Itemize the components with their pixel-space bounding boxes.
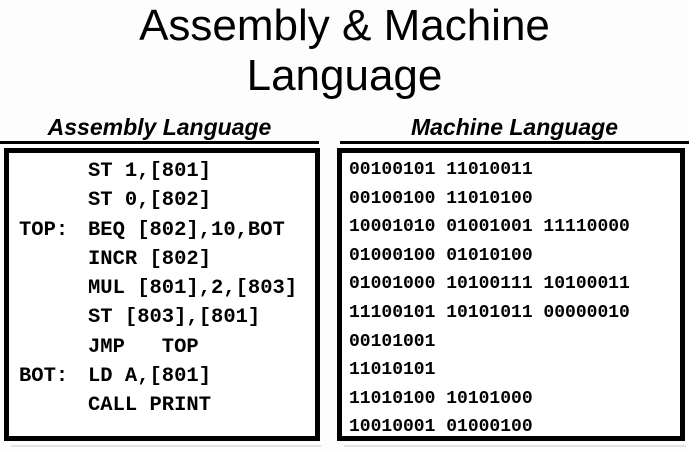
assembly-instruction: ST 0,[802] bbox=[88, 189, 212, 213]
assembly-code-box: ST 1,[801] ST 0,[802] TOP: BEQ [802],10,BOT… bbox=[4, 148, 321, 447]
assembly-code-line: JMP TOP bbox=[19, 333, 315, 362]
assembly-code-line: MUL [801],2,[803] bbox=[19, 274, 315, 303]
assembly-instruction: JMP TOP bbox=[88, 335, 199, 359]
machine-code-line: 01001000 10100111 10100011 bbox=[349, 274, 630, 295]
assembly-line-label bbox=[19, 303, 88, 332]
assembly-instruction: MUL [801],2,[803] bbox=[88, 277, 298, 301]
assembly-line-label: TOP: bbox=[19, 218, 69, 242]
page-title: Assembly & Machine Language bbox=[0, 1, 689, 101]
assembly-line-label bbox=[19, 157, 88, 186]
assembly-instruction: INCR [802] bbox=[88, 247, 212, 271]
assembly-code-line: BOT: LD A,[801] bbox=[19, 362, 315, 391]
machine-code-line: 10010001 01000100 bbox=[349, 417, 533, 438]
assembly-code-line: CALL PRINT bbox=[19, 391, 315, 420]
page-title-line1: Assembly & Machine bbox=[139, 1, 550, 50]
assembly-code-line: TOP: BEQ [802],10,BOT bbox=[19, 216, 315, 245]
machine-code-line: 00100101 11010011 bbox=[349, 160, 533, 180]
assembly-language-header: Assembly Language bbox=[0, 111, 319, 144]
machine-code-line: 11010101 bbox=[349, 360, 436, 381]
machine-code-line: 11100101 10101011 00000010 bbox=[349, 302, 630, 323]
machine-code-line: 11010100 10101000 bbox=[349, 388, 533, 409]
assembly-line-label bbox=[19, 274, 88, 303]
machine-code-line: 00100100 11010100 bbox=[349, 188, 533, 209]
assembly-instruction: BEQ [802],10,BOT bbox=[88, 218, 285, 242]
assembly-instruction: ST 1,[801] bbox=[88, 160, 212, 183]
assembly-code-line: ST 1,[801] bbox=[19, 157, 315, 186]
assembly-line-label bbox=[19, 245, 88, 274]
machine-language-header: Machine Language bbox=[340, 111, 689, 144]
machine-code-line: 01000100 01010100 bbox=[349, 245, 533, 266]
page-title-line2: Language bbox=[246, 51, 443, 100]
assembly-code-line: ST [803],[801] bbox=[19, 303, 315, 332]
assembly-line-label bbox=[19, 186, 88, 215]
machine-code-line: 10001010 01001001 11110000 bbox=[349, 217, 630, 238]
assembly-code-line: ST 0,[802] bbox=[19, 186, 315, 215]
machine-code-line: 00101001 bbox=[349, 331, 436, 352]
assembly-line-label bbox=[19, 391, 88, 420]
machine-code-box: 00100101 11010011 00100100 11010100 100010… bbox=[337, 148, 686, 447]
assembly-line-label bbox=[19, 333, 88, 362]
assembly-instruction: LD A,[801] bbox=[88, 365, 212, 389]
assembly-line-label: BOT: bbox=[19, 365, 69, 389]
assembly-instruction: ST [803],[801] bbox=[88, 306, 261, 330]
assembly-instruction: CALL PRINT bbox=[88, 394, 212, 418]
assembly-code-line: INCR [802] bbox=[19, 245, 315, 274]
